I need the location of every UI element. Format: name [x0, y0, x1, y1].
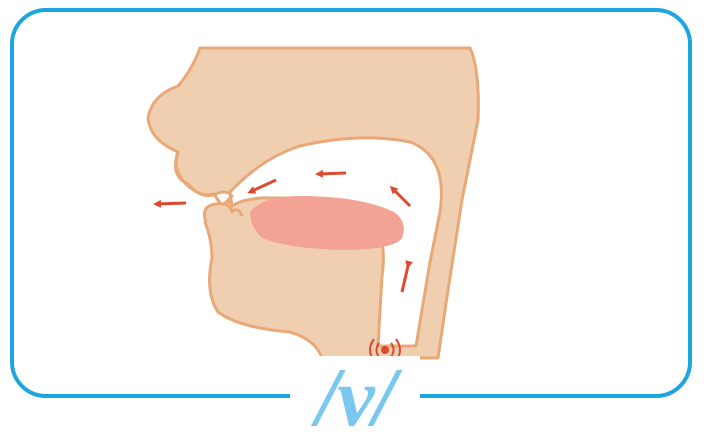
phoneme-label-container: /v/ — [290, 356, 420, 446]
phoneme-label: /v/ — [316, 356, 394, 440]
arrow-icon — [156, 203, 186, 204]
arrow-icon — [318, 173, 346, 174]
